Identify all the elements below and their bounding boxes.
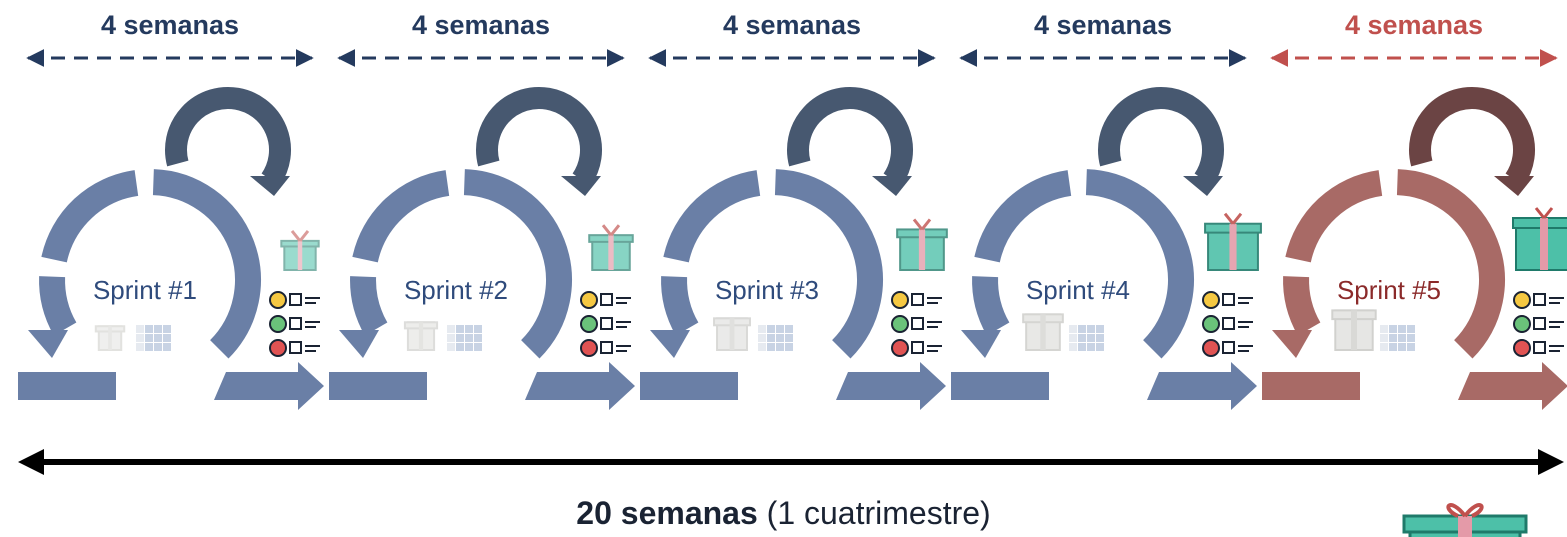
sprint-name-label: Sprint #3 bbox=[714, 275, 820, 305]
backlog-grid-icon bbox=[136, 325, 171, 351]
sprint-3 bbox=[640, 49, 948, 410]
backlog-gift-icon bbox=[1331, 309, 1377, 351]
sprint-name-label: Sprint #5 bbox=[1336, 275, 1442, 305]
input-bar bbox=[18, 372, 116, 400]
sprint-duration-label: 4 semanas bbox=[1344, 10, 1484, 40]
sprint-4 bbox=[951, 49, 1262, 410]
increment-gift-icon bbox=[588, 224, 634, 272]
sprint-duration-label: 4 semanas bbox=[100, 10, 240, 40]
daily-loop-arrow-icon bbox=[787, 86, 913, 196]
daily-loop-arrow-icon bbox=[476, 86, 602, 196]
feedback-checklist-icon bbox=[1202, 291, 1253, 357]
backlog-gift-icon bbox=[403, 321, 439, 351]
sprint-1 bbox=[18, 49, 324, 410]
sprint-name-label: Sprint #4 bbox=[1025, 275, 1131, 305]
final-gift-icon bbox=[1402, 503, 1528, 537]
sprint-5 bbox=[1262, 49, 1567, 410]
output-arrow bbox=[836, 362, 946, 410]
total-duration-arrow bbox=[18, 449, 1564, 475]
increment-gift-icon bbox=[1512, 207, 1567, 271]
backlog-gift-icon bbox=[1022, 313, 1064, 351]
daily-loop-arrow-icon bbox=[1098, 86, 1224, 196]
input-bar bbox=[1262, 372, 1360, 400]
sprint-2 bbox=[329, 49, 635, 410]
feedback-checklist-icon bbox=[1513, 291, 1564, 357]
total-duration-label: 20 semanas (1 cuatrimestre) bbox=[0, 495, 1567, 532]
cycle-arrow-icon bbox=[650, 169, 883, 359]
sprint-duration-label: 4 semanas bbox=[722, 10, 862, 40]
daily-loop-arrow-icon bbox=[1409, 86, 1535, 196]
cycle-arrow-icon bbox=[339, 169, 572, 359]
cycle-arrow-icon bbox=[1272, 169, 1505, 359]
sprint-name-label: Sprint #1 bbox=[92, 275, 198, 305]
input-bar bbox=[329, 372, 427, 400]
input-bar bbox=[640, 372, 738, 400]
total-weeks: 20 semanas bbox=[576, 495, 758, 531]
backlog-grid-icon bbox=[1069, 325, 1104, 351]
cycle-arrow-icon bbox=[28, 169, 261, 359]
backlog-grid-icon bbox=[1380, 325, 1415, 351]
feedback-checklist-icon bbox=[580, 291, 631, 357]
backlog-gift-icon bbox=[713, 317, 751, 352]
output-arrow bbox=[525, 362, 635, 410]
sprint-name-label: Sprint #2 bbox=[403, 275, 509, 305]
daily-loop-arrow-icon bbox=[165, 86, 291, 196]
backlog-gift-icon bbox=[94, 325, 126, 351]
output-arrow bbox=[1458, 362, 1567, 410]
backlog-grid-icon bbox=[758, 325, 793, 351]
sprint-duration-label: 4 semanas bbox=[411, 10, 551, 40]
cycle-arrow-icon bbox=[961, 169, 1194, 359]
increment-gift-icon bbox=[896, 218, 948, 271]
increment-gift-icon bbox=[280, 229, 320, 271]
sprint-duration-label: 4 semanas bbox=[1033, 10, 1173, 40]
total-period: (1 cuatrimestre) bbox=[757, 495, 991, 531]
feedback-checklist-icon bbox=[269, 291, 320, 357]
feedback-checklist-icon bbox=[891, 291, 942, 357]
output-arrow bbox=[1147, 362, 1257, 410]
backlog-grid-icon bbox=[447, 325, 482, 351]
input-bar bbox=[951, 372, 1049, 400]
output-arrow bbox=[214, 362, 324, 410]
increment-gift-icon bbox=[1204, 212, 1262, 271]
